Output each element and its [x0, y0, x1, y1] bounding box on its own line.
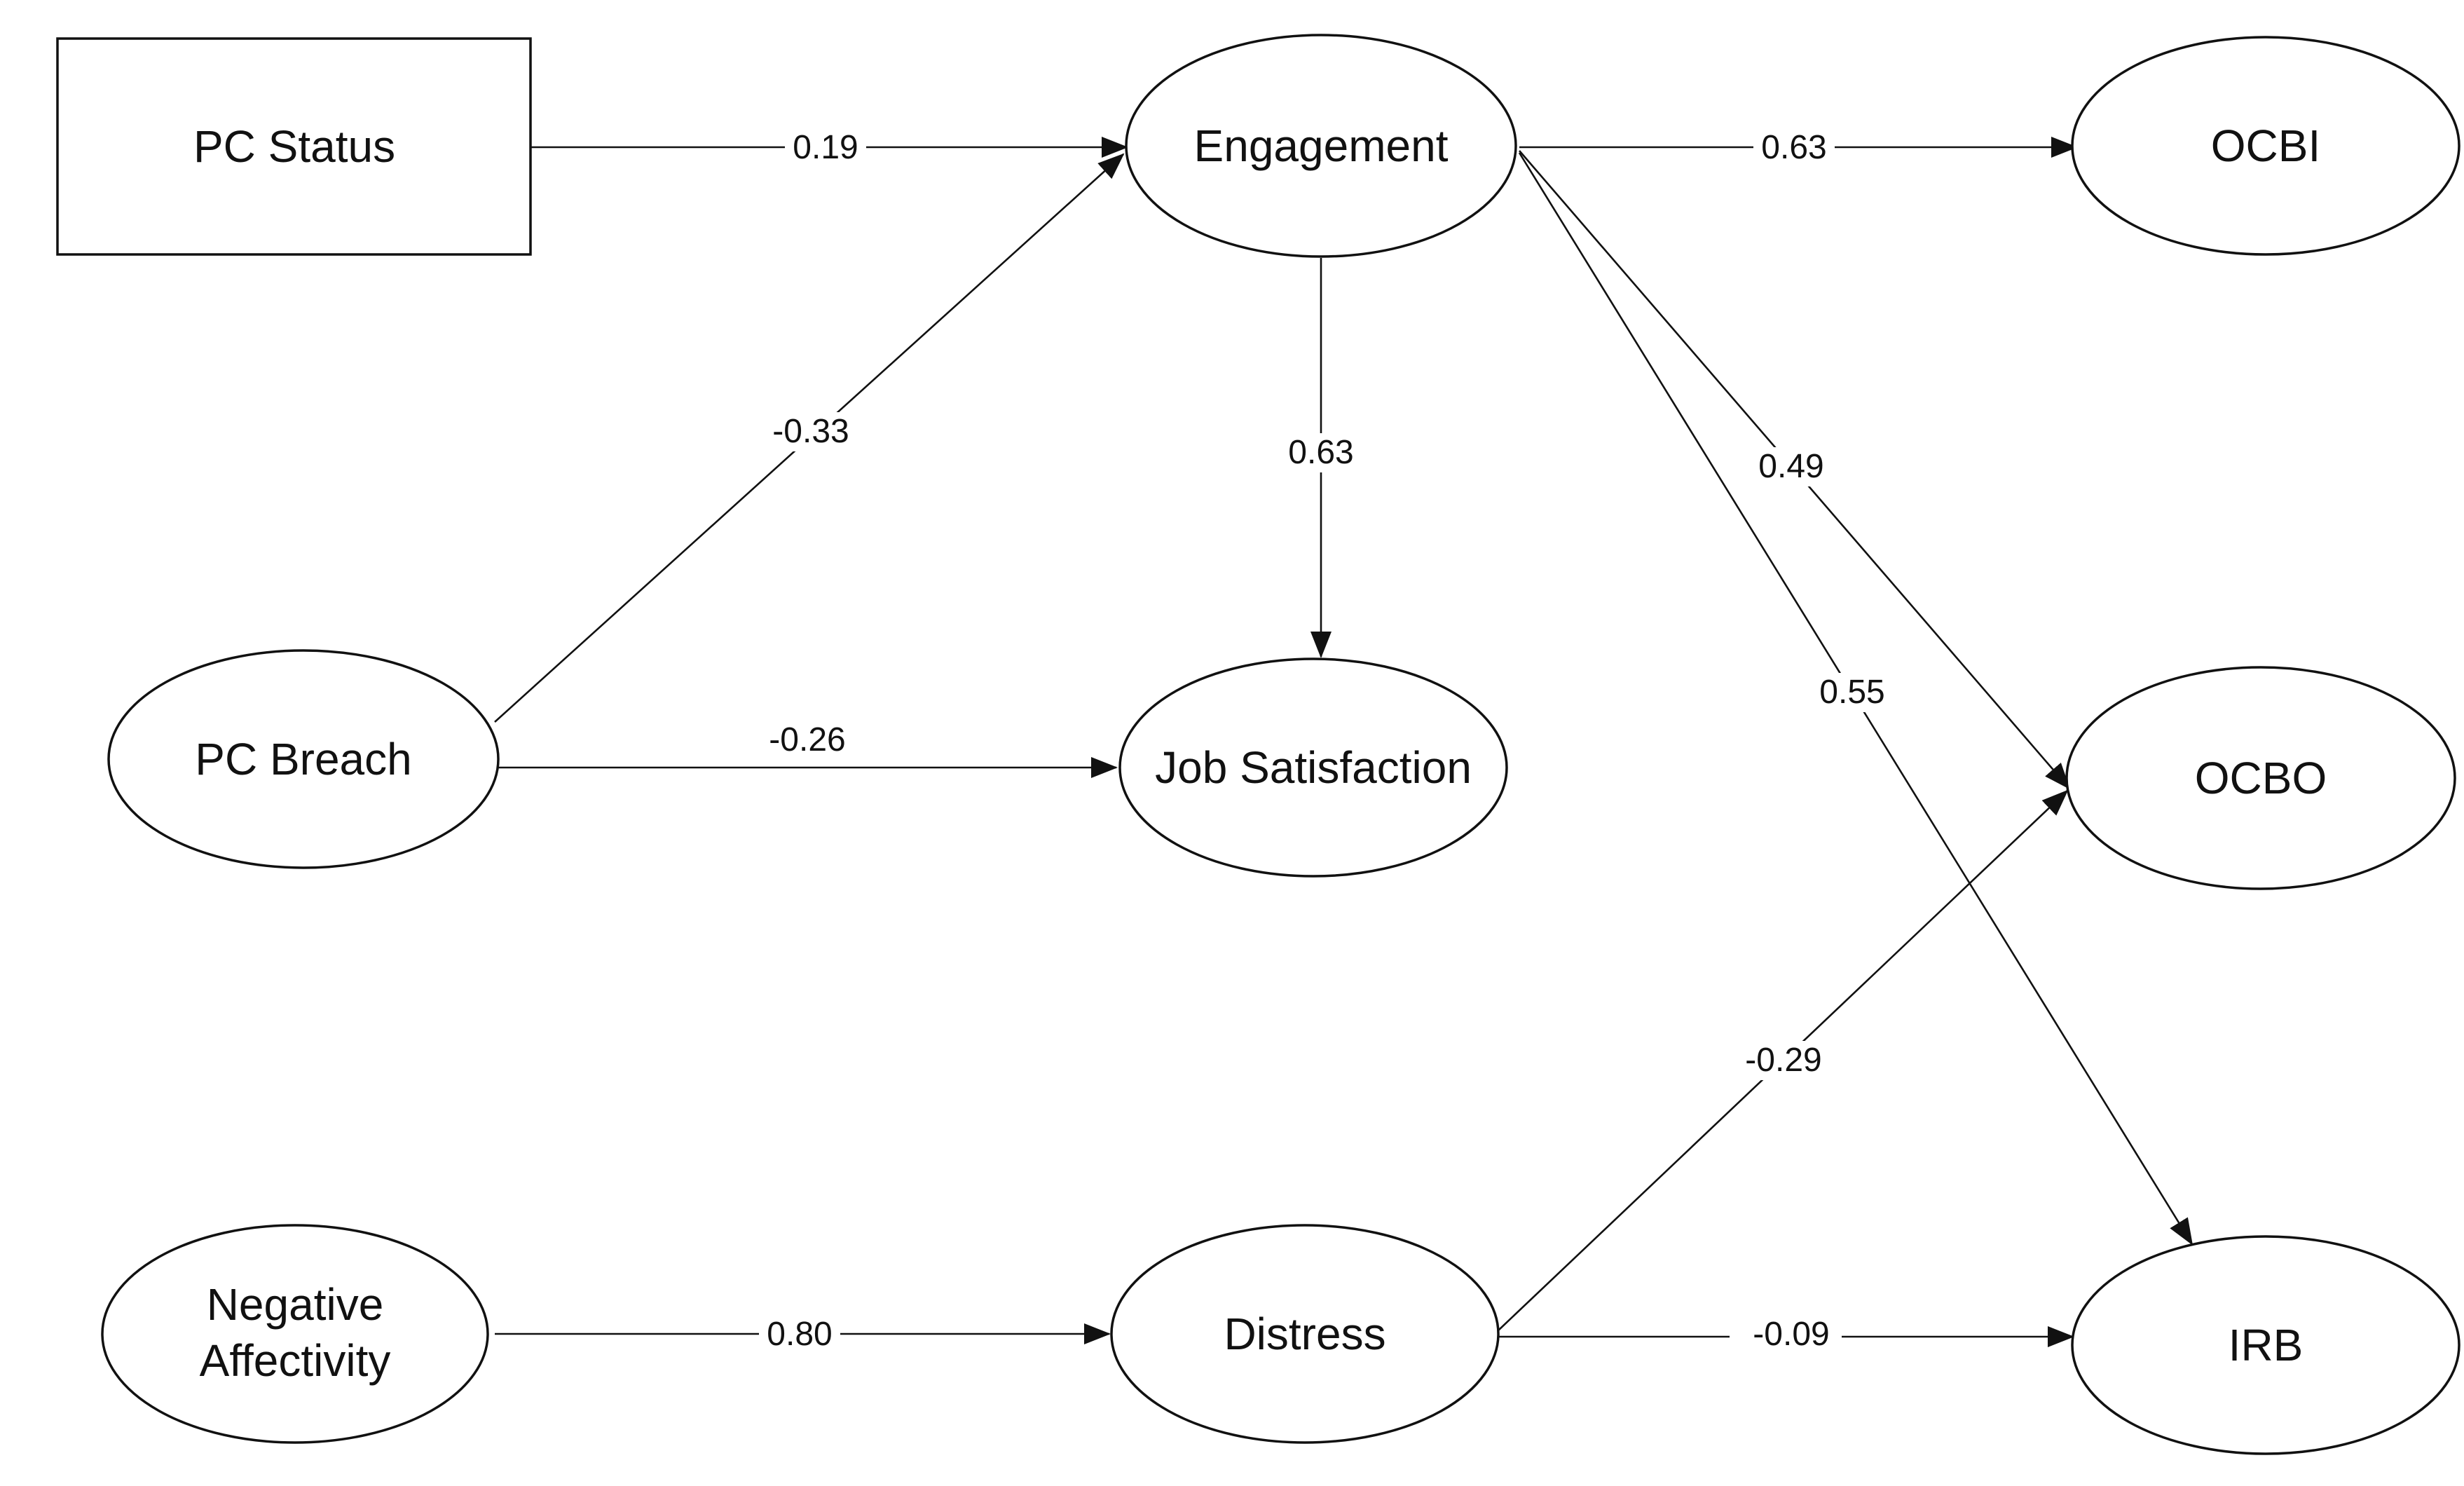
node-distress: Distress — [1110, 1224, 1500, 1444]
node-shape-ellipse — [1118, 657, 1508, 878]
edge-engagement-to-irb: 0.55 — [1518, 152, 2193, 1246]
node-pc-status: PC Status — [56, 37, 532, 256]
edge-label-bg — [1753, 128, 1835, 167]
edge-pc-breach-to-job-satisfaction: -0.26 — [498, 721, 1118, 778]
edge-label-bg — [760, 721, 854, 760]
node-label-negative-affectivity-line2: Affectivity — [200, 1335, 391, 1386]
edge-distress-to-ocbo: -0.29 — [1498, 789, 2069, 1331]
node-label-pc-status: PC Status — [193, 121, 395, 172]
node-shape-ellipse — [1125, 34, 1517, 258]
edge-label-bg — [785, 128, 866, 167]
edges: 0.19 -0.33 -0.26 0.63 0.63 — [494, 128, 2193, 1354]
edge-pc-breach-to-engagement: -0.33 — [494, 153, 1125, 723]
node-label-distress: Distress — [1224, 1309, 1385, 1359]
node-label-irb: IRB — [2229, 1320, 2304, 1370]
edge-pc-status-to-engagement: 0.19 — [531, 128, 1128, 167]
edge-label-pc-status-engagement: 0.19 — [793, 129, 858, 166]
edge-label-distress-irb: -0.09 — [1753, 1316, 1829, 1353]
node-label-pc-breach: PC Breach — [195, 734, 411, 784]
node-label-job-satisfaction: Job Satisfaction — [1155, 742, 1472, 793]
edge-label-engagement-ocbi: 0.63 — [1761, 129, 1826, 166]
edge-label-engagement-ocbo: 0.49 — [1758, 448, 1823, 485]
node-job-satisfaction: Job Satisfaction — [1118, 657, 1508, 878]
edge-label-negative-affectivity-distress: 0.80 — [767, 1316, 832, 1353]
node-shape-ellipse — [107, 649, 500, 869]
node-label-ocbo: OCBO — [2195, 753, 2327, 803]
edge-engagement-to-ocbi: 0.63 — [1519, 128, 2078, 167]
node-ocbo: OCBO — [2065, 666, 2456, 890]
edge-label-bg — [1730, 1315, 1842, 1354]
edge-label-bg — [1737, 1041, 1830, 1080]
edge-label-bg — [1277, 433, 1365, 472]
node-shape-ellipse — [101, 1224, 489, 1444]
node-ocbi: OCBI — [2071, 36, 2460, 256]
edge-label-pc-breach-job-satisfaction: -0.26 — [769, 721, 845, 758]
node-shape-rect — [56, 37, 532, 256]
node-shape-ellipse — [2071, 1235, 2460, 1455]
edge-distress-to-irb: -0.09 — [1498, 1315, 2074, 1354]
node-negative-affectivity: Negative Affectivity — [101, 1224, 489, 1444]
node-label-negative-affectivity-line1: Negative — [207, 1279, 384, 1330]
edge-label-bg — [1751, 447, 1832, 486]
node-shape-ellipse — [1110, 1224, 1500, 1444]
edge-label-engagement-job-satisfaction: 0.63 — [1288, 434, 1353, 471]
node-shape-ellipse — [2065, 666, 2456, 890]
edge-engagement-to-job-satisfaction: 0.63 — [1277, 258, 1365, 658]
edge-negative-affectivity-to-distress: 0.80 — [495, 1315, 1111, 1354]
node-engagement: Engagement — [1125, 34, 1517, 258]
node-label-ocbi: OCBI — [2211, 121, 2320, 171]
edge-label-bg — [1812, 673, 1893, 712]
node-label-engagement: Engagement — [1194, 121, 1449, 171]
edge-label-pc-breach-engagement: -0.33 — [772, 413, 849, 450]
edge-label-distress-ocbo: -0.29 — [1745, 1042, 1821, 1079]
node-pc-breach: PC Breach — [107, 649, 500, 869]
edge-engagement-to-ocbo: 0.49 — [1519, 150, 2071, 790]
edge-label-bg — [764, 412, 858, 451]
nodes: PC Status PC Breach Negative Affectivity… — [56, 34, 2460, 1455]
edge-label-bg — [759, 1315, 840, 1354]
node-shape-ellipse — [2071, 36, 2460, 256]
edge-label-engagement-irb: 0.55 — [1819, 674, 1884, 711]
node-irb: IRB — [2071, 1235, 2460, 1455]
